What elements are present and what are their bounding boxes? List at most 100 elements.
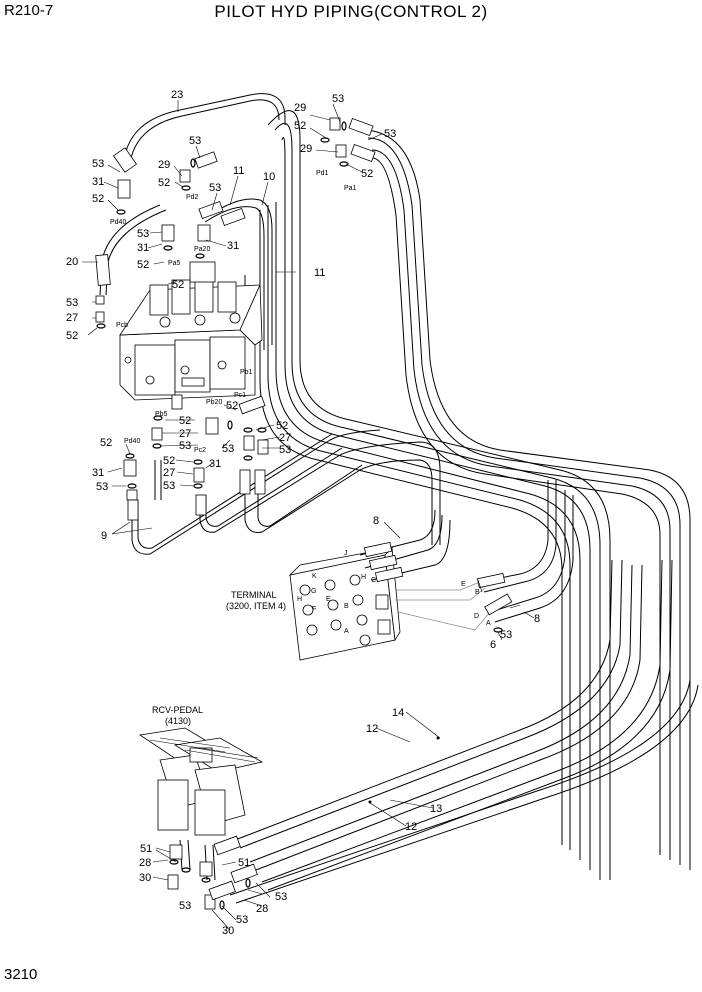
port-tag-pa20: Pa20 [194, 246, 210, 253]
callout: 53 [222, 443, 234, 455]
terminal-port-f: F [312, 606, 316, 613]
port-tag-pcb: Pcb [116, 322, 128, 329]
callout: 27 [163, 467, 175, 479]
hose-9 [131, 429, 441, 555]
port-tag-pc2: Pc2 [194, 447, 206, 454]
callout: 53 [209, 182, 221, 194]
callout: 52 [226, 400, 238, 412]
callout: 53 [384, 128, 396, 140]
callout: 52 [163, 455, 175, 467]
terminal-label: TERMINAL [231, 590, 277, 600]
callout: 53 [275, 891, 287, 903]
callout: 52 [92, 193, 104, 205]
callout: 53 [137, 228, 149, 240]
terminal-ref: (3200, ITEM 4) [226, 601, 286, 611]
callout: 6 [490, 639, 496, 651]
callout: 23 [171, 89, 183, 101]
hose-bundle-main [259, 110, 611, 880]
rcv-pedal-label: RCV-PEDAL [152, 705, 203, 715]
hose-12-13-14 [229, 559, 699, 904]
callout: 53 [332, 93, 344, 105]
port-tag-pb20: Pb20 [206, 399, 222, 406]
callout: 30 [139, 872, 151, 884]
terminal-port-k: K [312, 573, 317, 580]
hose-bundle-upper-right [361, 129, 691, 870]
callout: 30 [222, 925, 234, 937]
rcv-pedal [138, 727, 264, 910]
callout: 53 [179, 900, 191, 912]
callout: 11 [314, 267, 325, 279]
port-tag-pa5: Pa5 [168, 260, 181, 267]
pipe-port-e: E [461, 581, 466, 588]
callout: 31 [227, 240, 239, 252]
terminal-port-a: A [344, 628, 349, 635]
callout: 31 [209, 458, 221, 470]
main-control-valve [119, 261, 263, 401]
leader-lines [82, 100, 535, 931]
terminal-port-c: C [371, 577, 376, 584]
callouts: 23 53 29 52 29 53 52 53 29 11 53 31 52 5… [66, 89, 540, 937]
pipe-port-d: D [474, 613, 479, 620]
callout: 53 [92, 158, 104, 170]
callout: 52 [158, 177, 170, 189]
terminal-port-letters: J K H G H E F B A C E B D A [297, 550, 491, 635]
callout: 51 [238, 857, 250, 869]
callout: 29 [294, 102, 306, 114]
callout: 53 [96, 481, 108, 493]
callout: 53 [66, 297, 78, 309]
callout: 14 [392, 707, 404, 719]
callout: 28 [256, 903, 268, 915]
pipe-port-j: J [344, 550, 348, 557]
callout: 52 [66, 330, 78, 342]
callout: 31 [137, 242, 149, 254]
port-tag-pd40-lower: Pd40 [124, 438, 140, 445]
model-number: R210-7 [4, 2, 54, 19]
port-tag-pc1: Pc1 [234, 392, 246, 399]
callout: 27 [279, 432, 291, 444]
callout: 52 [100, 437, 112, 449]
callout: 53 [279, 444, 291, 456]
callout: 53 [236, 914, 248, 926]
terminal-block [288, 509, 491, 661]
hose-23 [123, 93, 286, 164]
callout: 8 [373, 515, 379, 527]
callout: 53 [189, 135, 201, 147]
port-tag-pd1: Pd1 [316, 170, 329, 177]
port-tag-pd2: Pd2 [186, 194, 199, 201]
port-tag-pb5: Pb5 [155, 411, 168, 418]
rcv-pedal-ref: (4130) [165, 716, 191, 726]
terminal-port-h: H [297, 596, 302, 603]
callout: 29 [158, 159, 170, 171]
callout: 27 [66, 312, 78, 324]
callout: 51 [140, 843, 152, 855]
port-tag-pa1: Pa1 [344, 185, 357, 192]
callout: 12 [366, 723, 378, 735]
callout: 20 [66, 256, 78, 268]
callout: 52 [172, 279, 184, 291]
callout: 53 [500, 629, 512, 641]
port-tag-pd40: Pd40 [110, 219, 126, 226]
hose-20 [95, 204, 167, 296]
callout: 8 [534, 613, 540, 625]
terminal-port-g: G [311, 588, 316, 595]
port-tags: Pd1 Pa1 Pd2 Pa20 Pd40 Pa5 Pcb Pb1 Pb20 P… [110, 170, 357, 454]
callout: 52 [276, 420, 288, 432]
callout: 52 [137, 259, 149, 271]
port-tag-pb1: Pb1 [240, 369, 253, 376]
callout: 11 [233, 165, 244, 177]
callout: 29 [300, 143, 312, 155]
pipe-port-b: B [475, 589, 480, 596]
pipe-port-a: A [486, 620, 491, 627]
callout: 13 [430, 803, 442, 815]
callout: 52 [179, 415, 191, 427]
terminal-port-b: B [344, 603, 349, 610]
callout: 52 [294, 120, 306, 132]
callout: 27 [179, 428, 191, 440]
callout: 31 [92, 467, 104, 479]
callout: 10 [263, 171, 275, 183]
terminal-right-hoses [363, 480, 574, 623]
callout: 12 [405, 821, 417, 833]
callout: 53 [163, 480, 175, 492]
